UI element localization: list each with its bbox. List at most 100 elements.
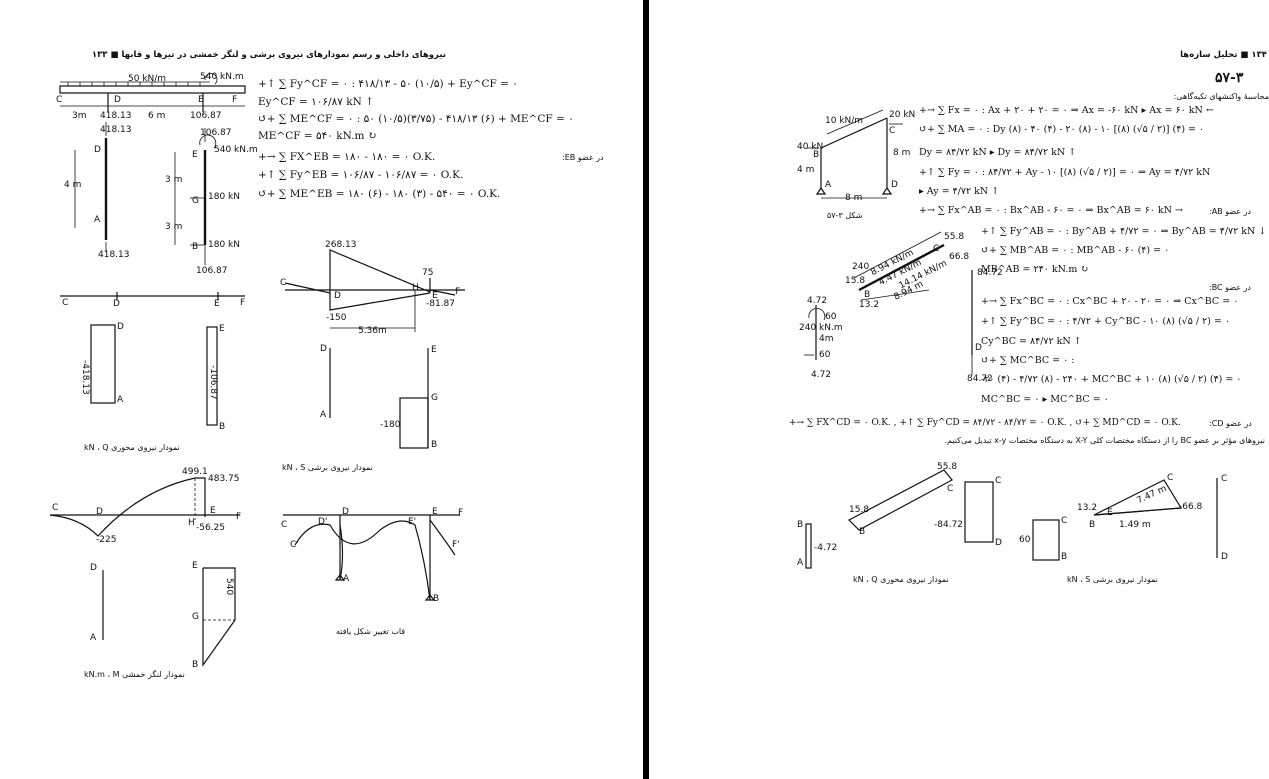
book-spine (643, 0, 649, 779)
fbd-G: G (192, 196, 199, 206)
axial-col-D: D (117, 322, 124, 332)
rfbd-C: C (933, 244, 940, 254)
momentcol-G: G (192, 612, 199, 622)
shear-H: H (412, 283, 419, 293)
caption-moment-left: نمودار لنگر خمشی kN.m ، M (84, 670, 185, 679)
right-eq-8: MB^AB = ۲۴۰ kN.m ↻ (981, 264, 1089, 275)
rshear-E: E (1107, 508, 1113, 518)
fbd-vE: 106.87 (200, 128, 232, 138)
def-F: F (458, 508, 464, 518)
caption-shear-right: نمودار نیروی برشی kN ، S (1067, 575, 1158, 584)
frame-A: A (825, 180, 832, 190)
right-eq-6: +↑ ∑ Fy^AB = ۰ : By^AB + ۴/۷۲ = ۰ ⇒ By^A… (981, 226, 1267, 237)
rshear-v149: 1.49 m (1119, 520, 1151, 530)
rfbd-B: B (864, 290, 871, 300)
left-eq-0: +↑ ∑ Fy^CF = ۰ : ۴۱۸/۱۳ - ۵۰ (۱۰/۵) + Ey… (258, 78, 518, 90)
fbd-B: B (192, 242, 199, 252)
cd-equation: +→ ∑ FX^CD = ۰ O.K. , +↑ ∑ Fy^CD = ۸۴/۷۲… (789, 418, 1181, 428)
axial-v2: -106.87 (208, 365, 218, 400)
raxial-col-D: D (995, 538, 1002, 548)
rshear-C2: C (1167, 473, 1174, 483)
moment-min: -225 (96, 535, 117, 545)
frame-h2: 8 m (893, 148, 911, 158)
rfbd-col-240: 240 kN.m (799, 323, 843, 333)
fbd-h2: 3 m (165, 222, 183, 232)
raxial-col-A: A (797, 558, 804, 568)
note: نیروهای مؤثر بر عضو BC را از دستگاه مختص… (944, 436, 1265, 445)
rfbd-v558: 55.8 (944, 232, 965, 242)
left-eq-2: ↺+ ∑ ME^CF = ۰ : ۵۰ (۱۰/۵)(۳/۷۵) - ۴۱۸/۱… (258, 113, 574, 125)
shear-D: D (334, 291, 341, 301)
figure-caption: شکل ۳-۵۷ (827, 211, 863, 220)
left-page-header: نیروهای داخلی و رسم نمودارهای نیروی برشی… (91, 50, 446, 60)
beam-diagram (49, 73, 465, 667)
raxial-v558: 55.8 (937, 462, 958, 472)
momentcol-D: D (90, 563, 97, 573)
raxial-col-C: C (995, 476, 1002, 486)
shearcol-B: B (431, 440, 438, 450)
member-cd-label: در عضو CD: (1209, 419, 1252, 428)
def-Dp: D' (318, 517, 328, 527)
right-eq-4: ▸ Ay = ۴/۷۲ kN ↑ (919, 186, 1000, 197)
moment-rmin: -56.25 (196, 523, 226, 533)
rshear-B2: B (1089, 520, 1096, 530)
axial-col-E: E (219, 324, 225, 334)
rshear-v60: 60 (1019, 535, 1031, 545)
right-eq-11: Cy^BC = ۸۴/۷۲ kN ↑ (981, 336, 1082, 347)
right-page: ۱۳۴ ■ تحلیل سازه‌ها ۵۷-۳ محاسبهٔ واکنشها… (649, 0, 1269, 779)
moment-D: D (96, 507, 103, 517)
def-Cp: C' (290, 540, 299, 550)
frame-w: 8 m (845, 193, 863, 203)
rfbd-col-top: 4.72 (807, 296, 828, 306)
shear-dist: 5.36m (358, 326, 387, 336)
member-bc-label: در عضو BC: (1209, 283, 1251, 292)
rshear-C: C (1061, 516, 1068, 526)
moment-F: F (236, 512, 242, 522)
shear-max: 268.13 (325, 240, 357, 250)
frame-f2: 20 kN (889, 110, 916, 120)
right-eq-14: MC^BC = ۰ ▸ MC^BC = ۰ (981, 394, 1109, 405)
rfbd-col-472: 4.72 (811, 370, 832, 380)
raxial-v8472: -84.72 (934, 520, 964, 530)
def-D: D (342, 507, 349, 517)
fbd-vA: 418.13 (98, 250, 130, 260)
rfbd-v132: 13.2 (859, 300, 880, 310)
shearcol-A: A (320, 410, 327, 420)
rshear-B: B (1061, 552, 1068, 562)
rshear-v668: -66.8 (1179, 502, 1203, 512)
rfbd-v8472b: 84.72 (967, 374, 993, 384)
right-eq-12: ↺+ ∑ MC^BC = ۰ : (981, 355, 1075, 366)
right-diagrams (804, 109, 1218, 569)
momentcol-val: 540 (224, 578, 234, 596)
raxial-v158: 15.8 (849, 505, 870, 515)
right-eq-2: Dy = ۸۴/۷۲ kN ▸ Dy = ۸۴/۷۲ kN ↑ (919, 147, 1077, 158)
rfbd-D: D (975, 343, 982, 353)
caption-axial-left: نمودار نیروی محوری kN ، Q (84, 443, 180, 452)
moment-max: 499.1 (182, 467, 208, 477)
beam-span2: 6 m (148, 111, 166, 121)
shear-rmin: -81.87 (426, 299, 456, 309)
shear-E: E (432, 291, 438, 301)
rfbd-v15: 15.8 (845, 276, 866, 286)
shearcol-val: -180 (380, 420, 401, 430)
frame-B: B (813, 150, 820, 160)
frame-h1: 4 m (797, 165, 815, 175)
shear-min: -150 (326, 313, 347, 323)
shearcol-D: D (320, 344, 327, 354)
shear-C: C (280, 278, 287, 288)
beam-r1: 418.13 (100, 111, 132, 121)
raxial-col-B: B (797, 520, 804, 530)
fbd-vD: 418.13 (100, 125, 132, 135)
left-eq-3: ME^CF = ۵۴۰ kN.m ↻ (258, 130, 377, 142)
right-eq-5: +→ ∑ Fx^AB = ۰ : Bx^AB - ۶۰ = ۰ ⇒ Bx^AB … (919, 205, 1183, 216)
axial-C: C (62, 298, 69, 308)
beam-F: F (232, 95, 238, 105)
def-A: A (343, 574, 350, 584)
fbd-vB: 106.87 (196, 266, 228, 276)
left-eq-5: +↑ ∑ Fy^EB = ۱۰۶/۸۷ - ۱۰۶/۸۷ = ۰ O.K. (258, 169, 464, 181)
momentcol-E: E (192, 561, 198, 571)
fbd-A: A (94, 215, 101, 225)
fbd-b: 180 kN (208, 240, 240, 250)
shear-F: F (455, 287, 461, 297)
axial-F: F (240, 298, 246, 308)
